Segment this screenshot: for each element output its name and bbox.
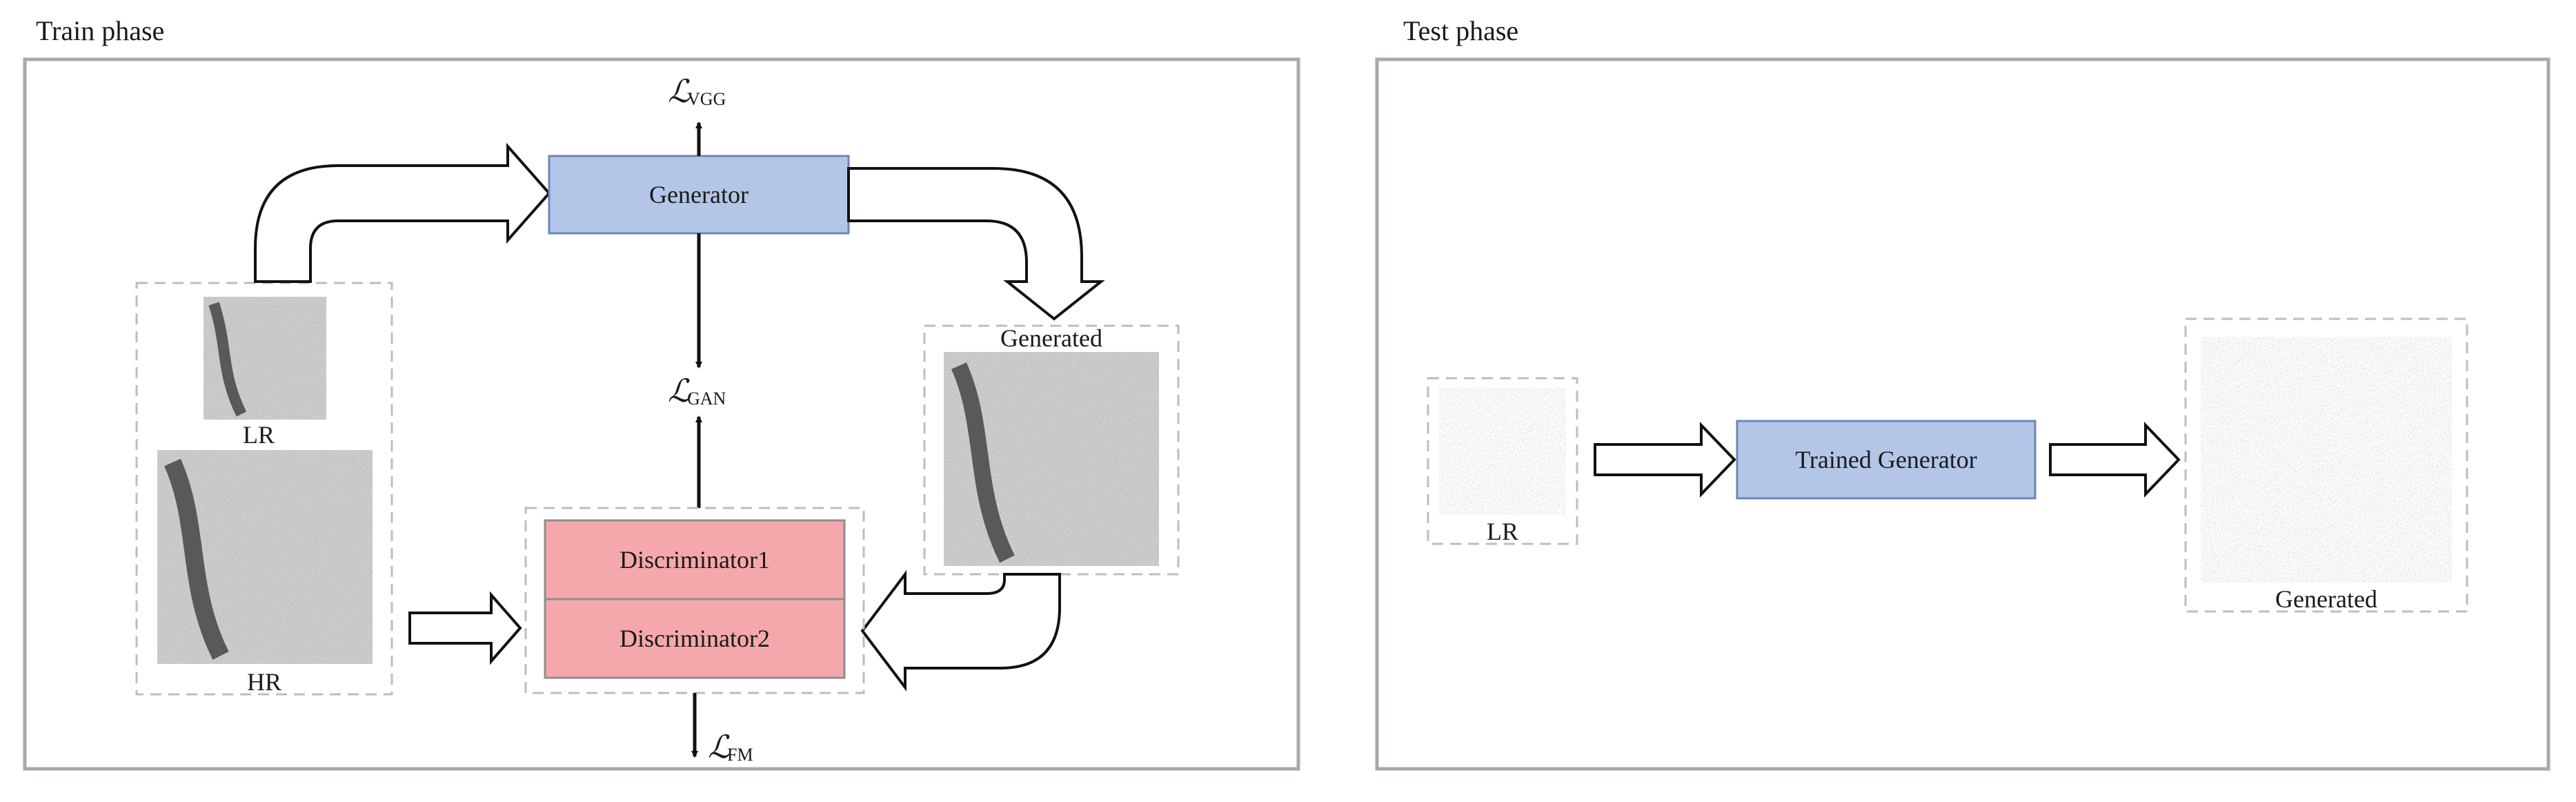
train-generator-to-generated-arrow [847, 167, 1105, 321]
svg-text:ℒ: ℒ [668, 373, 691, 409]
svg-text:FM: FM [727, 745, 753, 765]
test-lr-image [1439, 388, 1566, 515]
train-phase-panel [23, 57, 1300, 771]
train-lr-image [204, 297, 326, 420]
train-hr-to-discriminator-arrow [408, 591, 522, 665]
discriminator2-label: Discriminator2 [620, 625, 770, 652]
train-phase-title: Train phase [36, 15, 164, 46]
loss-vgg-label: ℒ VGG [668, 74, 726, 109]
svg-text:GAN: GAN [687, 389, 726, 409]
train-lr-label: LR [243, 421, 275, 449]
test-phase-panel [1375, 57, 2550, 771]
svg-text:ℒ: ℒ [708, 730, 731, 765]
trained-generator-label: Trained Generator [1795, 446, 1977, 473]
test-lr-group [1427, 377, 1578, 545]
train-hr-label: HR [247, 668, 281, 696]
test-lr-label: LR [1487, 518, 1518, 545]
train-generated-to-discriminator-arrow [860, 570, 1061, 692]
svg-text:VGG: VGG [687, 89, 726, 109]
test-generated-image [2201, 337, 2452, 583]
train-lr-to-generator-arrow [254, 142, 551, 283]
discriminator2-box [544, 598, 846, 679]
loss-fm-label: ℒ FM [708, 730, 753, 765]
test-lr-to-generator-arrow [1594, 422, 1736, 498]
train-generated-image [944, 352, 1159, 566]
test-generator-to-generated-arrow [2049, 422, 2181, 498]
discriminator1-box [544, 519, 846, 600]
trained-generator-box [1736, 420, 2037, 500]
train-generated-label: Generated [1000, 324, 1102, 352]
train-generator-label: Generator [649, 181, 749, 208]
test-generated-label: Generated [2275, 585, 2377, 613]
train-hr-image [157, 450, 373, 664]
test-phase-title: Test phase [1403, 15, 1518, 46]
loss-gan-label: ℒ GAN [668, 373, 726, 409]
svg-text:ℒ: ℒ [668, 74, 691, 109]
discriminator1-label: Discriminator1 [620, 546, 770, 574]
